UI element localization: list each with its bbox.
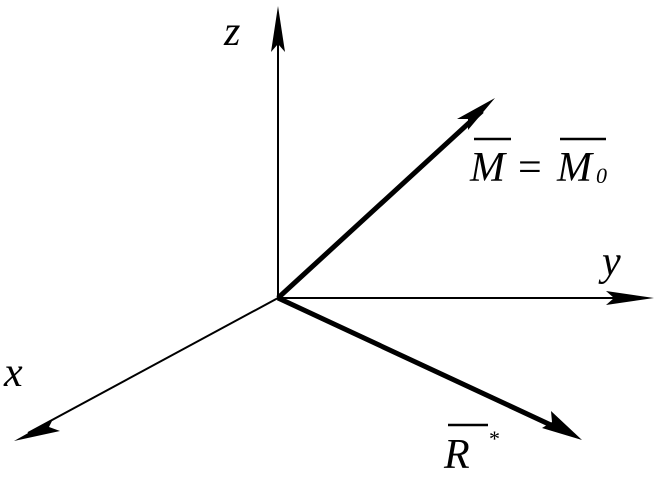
resultant-vector [276, 295, 582, 440]
moment-vector [276, 98, 495, 300]
z-axis-arrowhead [271, 6, 285, 52]
z-axis [271, 6, 285, 298]
moment-equation-label: M = M 0 [469, 137, 607, 191]
x-axis-arrowhead [14, 419, 60, 441]
moment-right-symbol: M [556, 145, 594, 191]
x-axis [14, 297, 279, 441]
y-axis-arrowhead [606, 291, 654, 305]
resultant-symbol: R [443, 432, 470, 478]
y-axis-label: y [598, 239, 621, 285]
resultant-label: R * [443, 423, 500, 478]
moment-right-subscript: 0 [596, 163, 607, 188]
y-axis [278, 291, 654, 305]
z-axis-label: z [223, 9, 240, 55]
resultant-superscript: * [489, 426, 500, 451]
moment-left-symbol: M [469, 145, 507, 191]
resultant-vector-arrowhead [542, 411, 582, 440]
x-axis-label: x [3, 350, 23, 396]
moment-equals-sign: = [518, 145, 542, 191]
moment-vector-arrowhead [457, 98, 495, 130]
